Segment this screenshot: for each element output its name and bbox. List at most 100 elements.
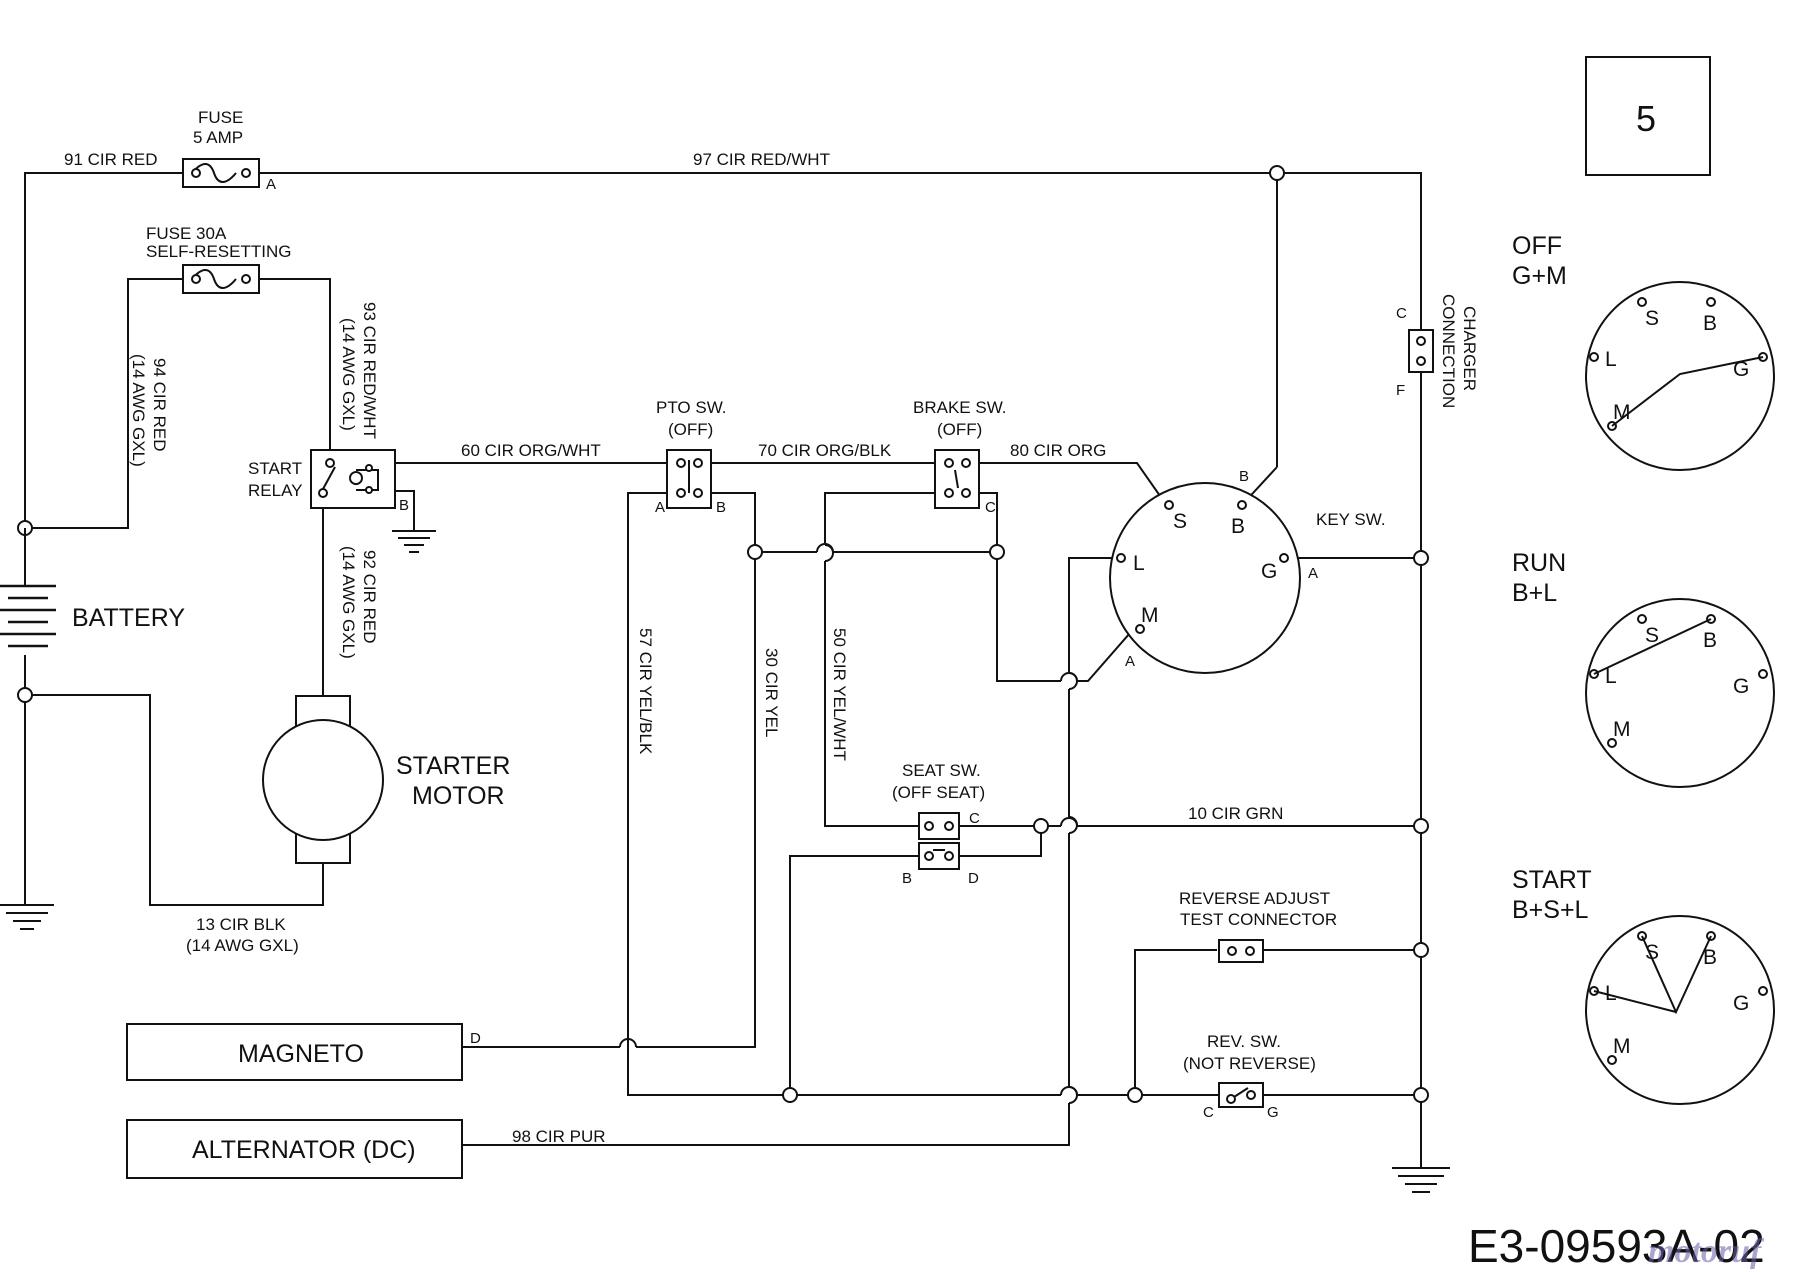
- dial-l: L: [1605, 982, 1617, 1005]
- alternator: ALTERNATOR (DC): [126, 1119, 463, 1179]
- terminal-label: A: [1308, 565, 1318, 582]
- brake-switch-label-2: (OFF): [937, 420, 982, 439]
- reverse-switch: REV. SW. (NOT REVERSE) C G: [1183, 1032, 1316, 1121]
- ground-symbol: [392, 530, 436, 553]
- key-position-name: RUN: [1512, 549, 1566, 577]
- dial-s: S: [1645, 941, 1659, 964]
- dial-g: G: [1733, 358, 1749, 381]
- terminal-label: C: [969, 810, 980, 827]
- terminal-label: C: [985, 499, 996, 516]
- key-position-run: RUN B+L S B L G M: [1512, 549, 1775, 788]
- terminal-label: B: [716, 499, 726, 516]
- dial-b: B: [1703, 629, 1717, 652]
- battery-label: BATTERY: [72, 604, 185, 632]
- brake-switch-label-1: BRAKE SW.: [913, 398, 1007, 417]
- wire-98: [462, 1103, 1070, 1146]
- magneto-label: MAGNETO: [238, 1040, 364, 1068]
- key-terminal-m: M: [1141, 604, 1159, 627]
- pto-switch-label-1: PTO SW.: [656, 398, 727, 417]
- watermark-logo: motoruf: [1648, 1233, 1765, 1270]
- wire-label: 91 CIR RED: [64, 150, 158, 169]
- wire-label: 60 CIR ORG/WHT: [461, 441, 601, 460]
- wire-94: [25, 278, 183, 529]
- wire-13: [25, 694, 324, 906]
- seat-switch: SEAT SW. (OFF SEAT) C B D: [892, 761, 985, 887]
- wire-bottom-hop: [1060, 1086, 1078, 1096]
- wire-10-hop: [1060, 817, 1078, 827]
- dial-m: M: [1613, 1035, 1631, 1058]
- wires: [24, 172, 1422, 1168]
- drawing-number: E3-09593A-02: [1468, 1220, 1765, 1272]
- dial-s: S: [1645, 624, 1659, 647]
- alternator-label: ALTERNATOR (DC): [192, 1136, 416, 1164]
- wire-label: (14 AWG GXL): [129, 354, 148, 467]
- start-relay-label-1: START: [248, 459, 302, 478]
- terminal-label: C: [1203, 1104, 1214, 1121]
- terminal-label: B: [399, 497, 409, 514]
- starter-motor-label-1: STARTER: [396, 752, 510, 780]
- dial-s: S: [1645, 307, 1659, 330]
- fuse-5a-label-1: FUSE: [198, 108, 243, 127]
- wire-label: 98 CIR PUR: [512, 1127, 606, 1146]
- terminal-label: A: [655, 499, 665, 516]
- terminal-label: C: [1396, 305, 1407, 322]
- terminal-label: A: [1125, 653, 1135, 670]
- wire-label: 10 CIR GRN: [1188, 804, 1283, 823]
- wire-93: [259, 278, 331, 455]
- dial-m: M: [1613, 401, 1631, 424]
- dial-l: L: [1605, 665, 1617, 688]
- wire-relay-ground: [393, 490, 415, 531]
- wire-91-97: [24, 172, 183, 525]
- wire-labels: 91 CIR RED 97 CIR RED/WHT 94 CIR RED (14…: [64, 150, 1283, 1146]
- wire-label: 94 CIR RED: [150, 358, 169, 452]
- terminal-label: B: [902, 870, 912, 887]
- pto-switch: PTO SW. (OFF) A B: [655, 398, 727, 516]
- junction: [1269, 165, 1285, 181]
- terminal-label: A: [266, 176, 276, 193]
- wire-50: [824, 492, 935, 545]
- junction: [1413, 1087, 1429, 1103]
- battery: BATTERY: [0, 528, 185, 648]
- wire-seat-d: [959, 826, 1042, 857]
- junction: [17, 687, 33, 703]
- wire-57: [627, 492, 790, 1096]
- dial-b: B: [1703, 312, 1717, 335]
- dial-g: G: [1733, 992, 1749, 1015]
- wire-30: [636, 492, 756, 1048]
- ground-symbol: [0, 904, 54, 930]
- reverse-adjust-label-1: REVERSE ADJUST: [1179, 889, 1330, 908]
- junction: [1033, 818, 1049, 834]
- junction: [1127, 1087, 1143, 1103]
- wire-label: 93 CIR RED/WHT: [360, 302, 379, 439]
- wire-l-hop1: [1068, 672, 1078, 690]
- reverse-adjust-test-connector: REVERSE ADJUST TEST CONNECTOR: [1179, 889, 1337, 963]
- dial-m: M: [1613, 718, 1631, 741]
- seat-switch-label-2: (OFF SEAT): [892, 783, 985, 802]
- starter-motor-label-2: MOTOR: [412, 782, 505, 810]
- wire-80: [979, 462, 1166, 504]
- wire-label: 13 CIR BLK: [196, 915, 286, 934]
- terminal-label: D: [470, 1030, 481, 1047]
- wire-50-hop: [824, 544, 834, 562]
- wire-key-l: [1068, 557, 1121, 673]
- page-number: 5: [1636, 98, 1656, 139]
- wire-to-key-m: [1077, 624, 1138, 682]
- charger-connection-label-1: CHARGER: [1460, 306, 1479, 391]
- wire-label: 97 CIR RED/WHT: [693, 150, 830, 169]
- dial-g: G: [1733, 675, 1749, 698]
- wire-97-main: [259, 172, 1422, 330]
- terminal-label: D: [968, 870, 979, 887]
- key-switch-label: KEY SW.: [1316, 510, 1386, 529]
- key-terminal-b: B: [1231, 515, 1245, 538]
- fuse-5a: FUSE 5 AMP A: [182, 108, 276, 193]
- terminal-label: B: [1239, 468, 1249, 485]
- start-relay-label-2: RELAY: [248, 481, 303, 500]
- wire-label: 70 CIR ORG/BLK: [758, 441, 892, 460]
- charger-connection-label-2: CONNECTION: [1439, 294, 1458, 408]
- wire-label: 57 CIR YEL/BLK: [636, 628, 655, 755]
- junction: [1413, 942, 1429, 958]
- magneto: MAGNETO D: [126, 1023, 481, 1081]
- terminal-label: F: [1396, 382, 1405, 399]
- pto-switch-label-2: (OFF): [668, 420, 713, 439]
